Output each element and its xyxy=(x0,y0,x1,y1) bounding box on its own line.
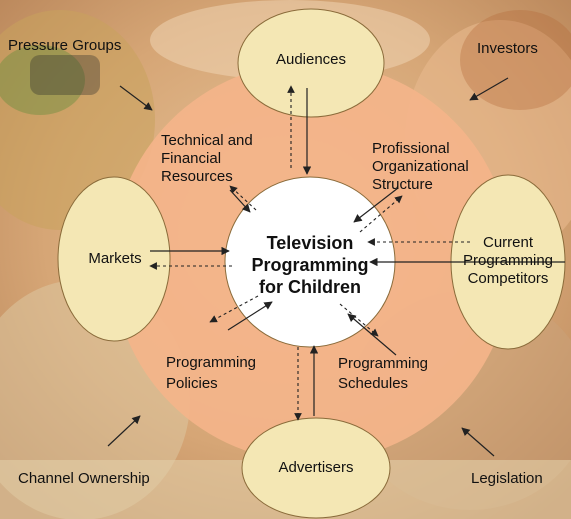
center-line-3: for Children xyxy=(259,277,361,297)
investors-label: Investors xyxy=(477,40,538,57)
arrow-structure-to-center xyxy=(353,187,399,223)
competitors-line-2: Programming xyxy=(462,252,554,269)
center-line-1: Television xyxy=(266,233,354,253)
arrow-resources-to-center xyxy=(229,189,251,213)
structure-label: Profissional Organizational Structure xyxy=(372,140,492,194)
markets-ellipse xyxy=(57,176,171,342)
schedules-line-2: Schedules xyxy=(338,375,409,392)
resources-line-3: Resources xyxy=(161,168,233,185)
competitors-line-1: Current xyxy=(482,234,534,251)
policies-line-1: Programming xyxy=(166,354,257,371)
resources-line-2: Financial xyxy=(161,150,222,167)
competitors-line-3: Competitors xyxy=(467,270,549,287)
channel-ownership-label: Channel Ownership xyxy=(18,470,150,487)
arrow-channel-ownership xyxy=(107,415,141,447)
arrow-investors xyxy=(469,77,509,101)
center-line-2: Programming xyxy=(251,255,369,275)
structure-line-1: Profissional xyxy=(372,140,450,157)
schedules-label: Programming Schedules xyxy=(338,354,458,394)
schedules-line-1: Programming xyxy=(338,355,429,372)
dashed-center-to-schedules xyxy=(339,303,379,337)
audiences-label: Audiences xyxy=(275,51,347,68)
advertisers-label: Advertisers xyxy=(278,459,354,476)
arrow-legislation xyxy=(461,427,495,457)
policies-label: Programming Policies xyxy=(166,352,286,394)
resources-line-1: Technical and xyxy=(161,132,253,149)
markets-label: Markets xyxy=(88,250,142,267)
structure-line-3: Structure xyxy=(372,176,433,193)
resources-label: Technical and Financial Resources xyxy=(161,132,281,186)
legislation-label: Legislation xyxy=(471,470,543,487)
center-title: Television Programming for Children xyxy=(230,232,390,298)
audiences-ellipse xyxy=(237,8,385,118)
pressure-groups-label: Pressure Groups xyxy=(8,37,122,54)
competitors-label: Current Programming Competitors xyxy=(456,234,560,288)
arrow-pressure-groups xyxy=(119,85,153,111)
policies-line-2: Policies xyxy=(166,375,218,392)
advertisers-ellipse xyxy=(241,417,391,519)
structure-line-2: Organizational xyxy=(372,158,469,175)
arrow-policies-to-center xyxy=(227,301,273,331)
